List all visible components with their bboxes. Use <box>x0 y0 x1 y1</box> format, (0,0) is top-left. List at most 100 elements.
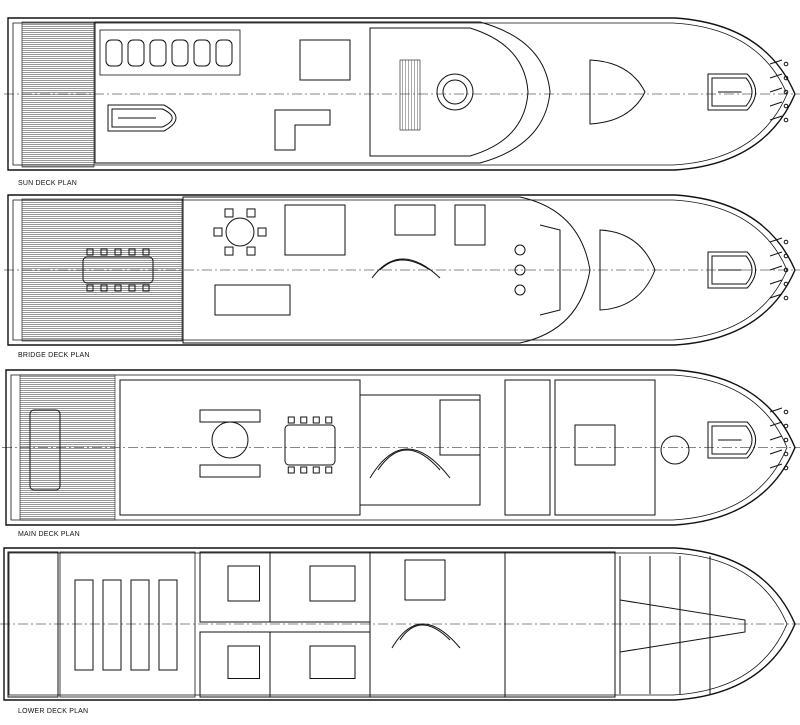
main-deck-bow-bollard <box>783 465 789 471</box>
bridge-dining-table-chair <box>100 284 108 292</box>
main-coffee-table <box>211 421 249 459</box>
lower-engine <box>74 579 94 671</box>
bridge-deck <box>4 194 800 346</box>
bridge-helm-chair <box>514 284 526 296</box>
sun-lounger <box>215 39 233 67</box>
bridge-deck-bow-cleat <box>769 265 783 271</box>
bridge-chair <box>224 208 234 218</box>
main-deck-bow-bollard <box>783 409 789 415</box>
bridge-cabin <box>394 204 436 236</box>
sun-deck-bar <box>274 109 331 151</box>
bridge-deck-saloon <box>182 196 591 344</box>
lower-cabin-bed <box>227 565 260 602</box>
lower-spiral-stair <box>399 624 451 641</box>
bridge-deck-hull <box>7 194 796 346</box>
sun-deck-hull <box>7 17 796 171</box>
sun-deck-superstructure <box>94 21 551 164</box>
main-deck <box>2 369 800 526</box>
bridge-deck-teak-aft <box>21 198 183 342</box>
bridge-dining-table-chair <box>86 284 94 292</box>
lower-deck-hull-rail <box>8 552 788 696</box>
bridge-dining-table-chair <box>142 284 150 292</box>
sun-lounger <box>127 39 145 67</box>
main-dining-table-chair <box>287 466 295 474</box>
lower-cabin-bed <box>309 645 356 679</box>
sun-lounger <box>149 39 167 67</box>
bridge-deck-bow-bollard <box>783 295 789 301</box>
lower-deck-label: LOWER DECK PLAN <box>18 708 89 715</box>
main-deck-bow-cleat <box>769 463 783 469</box>
sun-lounger <box>105 39 123 67</box>
bridge-dining-table-chair <box>128 248 136 256</box>
main-deck-label: MAIN DECK PLAN <box>18 531 80 538</box>
bridge-helm-chair <box>514 264 526 276</box>
sun-deck-loungers <box>99 29 241 76</box>
lower-vip-cabin-bed <box>404 559 446 601</box>
sun-deck-jetski <box>107 104 177 132</box>
sun-deck-bow-cleat <box>769 59 783 65</box>
sun-deck-bow-bollard <box>783 89 789 95</box>
lower-cabin-bed <box>309 565 356 602</box>
sun-deck <box>4 17 800 171</box>
bridge-deck-bow-bollard <box>783 239 789 245</box>
main-pantry <box>504 379 551 516</box>
sun-deck-bow-bollard <box>783 103 789 109</box>
sun-deck-bow-bollard <box>783 61 789 67</box>
bridge-sofa <box>284 204 346 256</box>
lower-engine-room <box>59 551 196 698</box>
main-deck-hull-rail <box>10 374 788 521</box>
sun-deck-stair <box>399 59 421 131</box>
main-dining-table-chair <box>325 466 333 474</box>
main-aft-sofa <box>29 409 61 491</box>
main-dining-table-chair <box>300 466 308 474</box>
bridge-deck-bow-cleat <box>769 251 783 257</box>
lower-lobby <box>369 551 506 698</box>
main-deck-teak-aft <box>19 374 116 521</box>
sun-deck-hardtop <box>369 27 529 157</box>
bridge-dining-table-chair <box>128 284 136 292</box>
sun-deck-bow-cleat <box>769 115 783 121</box>
bridge-dining-table-chair <box>114 284 122 292</box>
main-deck-bow-bollard <box>783 451 789 457</box>
main-galley <box>439 399 481 456</box>
main-master-bed <box>574 424 616 466</box>
main-dining-table-chair <box>312 466 320 474</box>
sun-deck-teak-aft <box>21 21 95 168</box>
main-master-suite <box>554 379 656 516</box>
main-deck-tender <box>707 421 757 459</box>
sun-deck-mast <box>589 59 646 125</box>
lower-engine <box>130 579 150 671</box>
main-dining-table-chair <box>287 416 295 424</box>
main-deck-bow-bollard <box>783 437 789 443</box>
sun-deck-tender-inner <box>711 77 753 107</box>
lower-engine <box>102 579 122 671</box>
lower-garage <box>7 551 59 698</box>
main-deck-bow-cleat <box>769 407 783 413</box>
bridge-dining-table-chair <box>100 248 108 256</box>
bridge-deck-tender <box>707 251 757 289</box>
main-dining-table-chair <box>312 416 320 424</box>
main-sofa-2 <box>199 464 261 478</box>
lower-crew-corridor <box>619 599 746 653</box>
main-deck-tender-inner <box>711 425 753 455</box>
bridge-round-table <box>225 217 255 247</box>
main-dining-table-chair <box>325 416 333 424</box>
main-deck-bow-cleat <box>769 449 783 455</box>
lower-deck <box>0 547 800 701</box>
main-bath-tub <box>660 435 690 465</box>
bridge-helm-console <box>539 224 561 316</box>
sun-deck-bow-bollard <box>783 75 789 81</box>
main-deck-bow-cleat <box>769 435 783 441</box>
sun-deck-label: SUN DECK PLAN <box>18 180 78 187</box>
sun-deck-jacuzzi-inner <box>442 79 468 105</box>
bridge-chair <box>224 246 234 256</box>
bridge-chair <box>213 227 223 237</box>
main-deck-bow-bollard <box>783 423 789 429</box>
bridge-head <box>454 204 486 246</box>
bridge-deck-bow-cleat <box>769 293 783 299</box>
sun-deck-bow-cleat <box>769 73 783 79</box>
bridge-deck-bow-cleat <box>769 237 783 243</box>
bridge-deck-bow-bollard <box>783 253 789 259</box>
